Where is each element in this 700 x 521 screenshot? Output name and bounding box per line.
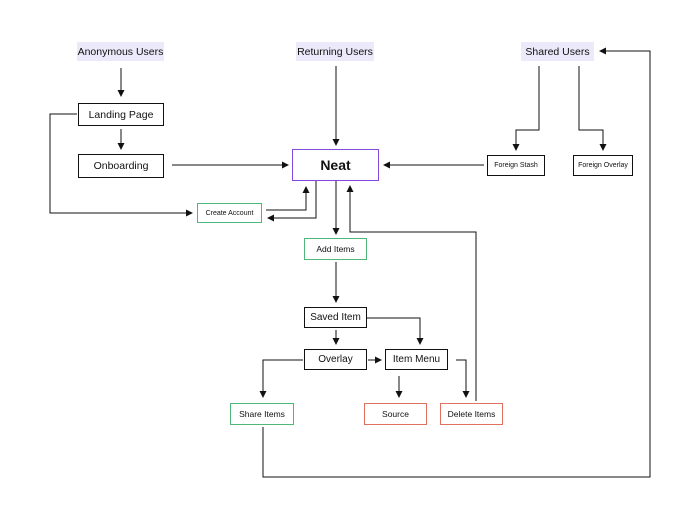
node-returning-users: Returning Users — [296, 42, 374, 61]
node-landing-page: Landing Page — [78, 103, 164, 126]
node-source: Source — [364, 403, 427, 425]
node-anonymous-users: Anonymous Users — [77, 42, 164, 61]
node-shared-users: Shared Users — [521, 42, 594, 61]
arrow-share-items-to-shared-users — [262, 47, 651, 478]
arrow-neat-to-create-account — [267, 181, 317, 222]
node-delete-items: Delete Items — [440, 403, 503, 425]
arrow-delete-items-to-neat — [346, 185, 477, 401]
node-add-items: Add Items — [304, 238, 367, 260]
node-onboarding: Onboarding — [78, 154, 164, 178]
arrow-overlay-to-share-items — [259, 359, 303, 398]
arrow-item-menu-to-delete-items — [456, 359, 470, 398]
node-create-account: Create Account — [197, 203, 262, 223]
node-saved-item: Saved Item — [304, 307, 367, 328]
node-overlay: Overlay — [304, 349, 367, 370]
node-item-menu: Item Menu — [385, 349, 448, 370]
node-foreign-overlay: Foreign Overlay — [573, 155, 633, 176]
node-neat: Neat — [292, 149, 379, 181]
node-share-items: Share Items — [230, 403, 294, 425]
arrow-shared-to-foreign-stash — [512, 66, 540, 151]
arrow-landing-to-create-account — [49, 113, 193, 217]
arrow-shared-to-foreign-overlay — [578, 66, 607, 151]
arrow-create-account-to-neat — [266, 186, 310, 211]
node-foreign-stash: Foreign Stash — [487, 155, 545, 176]
arrow-saved-item-to-item-menu — [367, 317, 424, 345]
